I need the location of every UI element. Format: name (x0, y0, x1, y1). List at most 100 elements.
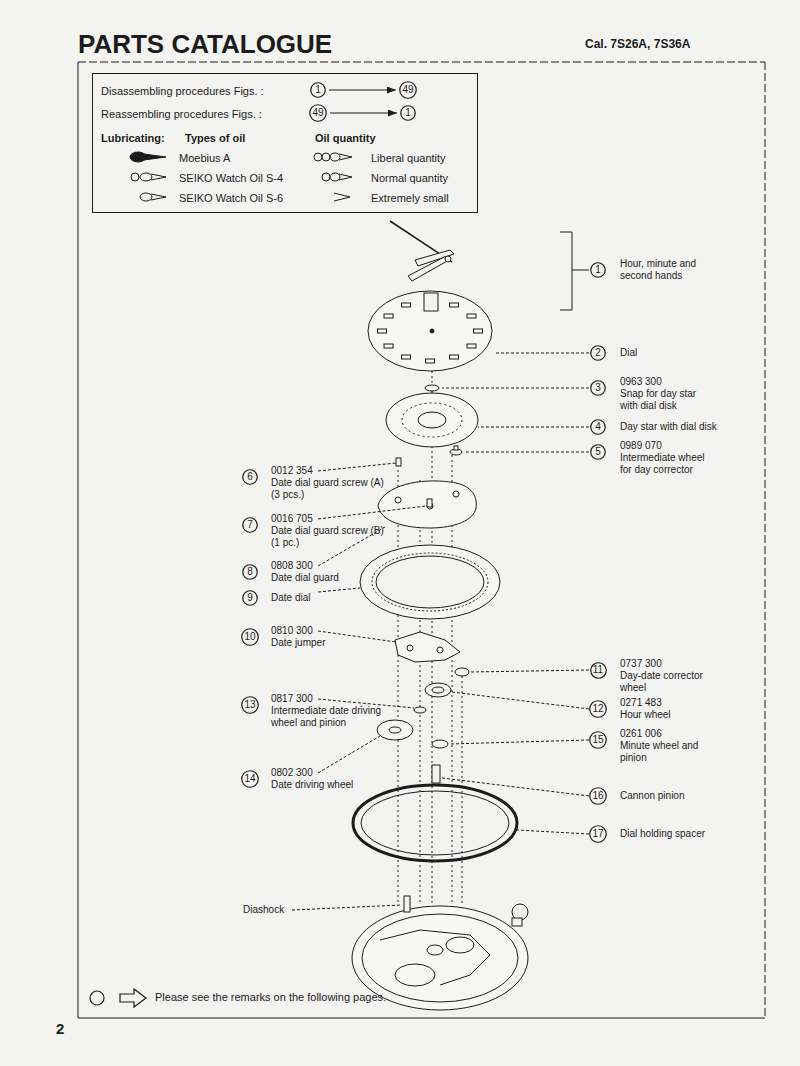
oil-symbol (151, 194, 166, 200)
procedure-arrow (329, 89, 396, 90)
date-dial (360, 545, 500, 619)
part-number: 0016 705 (271, 513, 313, 525)
quantity-symbol (339, 154, 352, 160)
oil-symbol (131, 173, 139, 181)
label-anchor: Date jumper (271, 637, 325, 649)
leader-line (450, 740, 589, 744)
callout-circle-outline (591, 381, 606, 396)
label-anchor: Snap for day star with dial disk (620, 388, 710, 412)
callout-text: 15 (592, 735, 603, 745)
watch-hands (408, 256, 449, 281)
dial (430, 329, 434, 333)
label-anchor: Date dial guard (271, 572, 339, 584)
date-dial-guard (395, 497, 401, 503)
movement (404, 896, 410, 912)
callout-circle-outline (590, 662, 606, 678)
callout-text: 5 (595, 447, 601, 457)
date-train (425, 683, 451, 697)
callout-text: 4 (595, 422, 601, 432)
part-name: Dial (620, 347, 637, 359)
label-anchor: Dial (620, 347, 637, 359)
callout-circle-outline (243, 591, 258, 606)
date-dial-guard (453, 491, 459, 497)
leader-line (292, 353, 589, 910)
calibre-label: Cal. 7S26A, 7S36A (585, 38, 690, 50)
dial (450, 303, 459, 307)
callout-text: 1 (315, 85, 321, 95)
quantity-symbol (322, 173, 330, 181)
assembly-axis (462, 676, 463, 905)
part-name: Minute wheel and pinion (620, 740, 710, 764)
label-anchor: Diashock (243, 904, 284, 916)
callout-number: 6 (242, 469, 258, 485)
date-train (389, 727, 401, 733)
dial (467, 314, 476, 318)
date-train (377, 720, 413, 740)
callout-text: 3 (595, 383, 601, 393)
callout-circle-outline (590, 826, 607, 843)
watch-hands (445, 256, 451, 262)
part-name: Hour wheel (620, 709, 671, 721)
callout-circle-outline (243, 565, 258, 580)
legend-label: Liberal quantity (371, 151, 446, 165)
callout-text: 9 (247, 593, 253, 603)
movement (380, 930, 490, 985)
legend-heading: Types of oil (185, 131, 245, 145)
callout-text: 2 (595, 348, 601, 358)
label-anchor: 0963 300 (620, 376, 662, 388)
part-number: 0737 300 (620, 658, 662, 670)
part-number: 0802 300 (271, 767, 313, 779)
leader-line (318, 588, 360, 592)
callout-text: 49 (402, 85, 413, 95)
page-title: PARTS CATALOGUE (78, 29, 332, 59)
label-anchor: 0817 300 (271, 693, 313, 705)
dial (467, 344, 476, 348)
callout-circle-outline (310, 105, 327, 122)
label-anchor: Minute wheel and pinion (620, 740, 710, 764)
page-frame (78, 62, 765, 63)
date-train (414, 707, 426, 713)
quantity-symbol (330, 173, 340, 181)
page-frame (78, 1018, 765, 1019)
quantity-symbol (314, 153, 322, 161)
quantity-symbol (322, 153, 330, 161)
dial (402, 303, 411, 307)
label-anchor: Date dial guard screw (B) (1 pc.) (271, 525, 389, 549)
date-train (407, 645, 413, 651)
part-name: Date driving wheel (271, 779, 353, 791)
movement (427, 945, 443, 955)
date-dial (372, 553, 488, 611)
dial (368, 291, 492, 371)
legend-entry: SEIKO Watch Oil S-4 (179, 171, 283, 185)
callout-number: 3 (590, 380, 606, 396)
leader-line (318, 463, 396, 471)
label-anchor: Intermediate wheel for day corrector (620, 452, 715, 476)
movement (395, 964, 435, 986)
callout-text: 6 (247, 472, 253, 482)
callout-number: 12 (589, 700, 607, 718)
callout-text: 12 (592, 704, 603, 714)
leader-line (318, 736, 380, 773)
label-anchor: 0737 300 (620, 658, 662, 670)
callout-circle-outline (591, 445, 606, 460)
label-anchor: Intermediate date driving wheel and pini… (271, 705, 391, 729)
dial (474, 329, 483, 333)
legend-box: Disassembling procedures Figs. :Reassemb… (92, 73, 478, 213)
hands-bracket (572, 270, 589, 271)
part-name: Intermediate wheel for day corrector (620, 452, 715, 476)
part-number: 0808 300 (271, 560, 313, 572)
date-train (455, 668, 469, 676)
leader-line (318, 506, 426, 519)
movement (446, 937, 474, 953)
label-anchor: Date dial (271, 592, 310, 604)
callout-circle-outline (242, 697, 259, 714)
part-number: 0261 006 (620, 728, 662, 740)
procedure-label: Disassembling procedures Figs. : (101, 84, 264, 98)
part-name: Day-date corrector wheel (620, 670, 715, 694)
callout-circle-outline (243, 518, 258, 533)
callout-number: 14 (241, 770, 259, 788)
date-dial-guard (427, 499, 432, 507)
part-name: Date dial guard (271, 572, 339, 584)
quantity-symbol (330, 153, 340, 161)
callout-number: 5 (590, 444, 606, 460)
